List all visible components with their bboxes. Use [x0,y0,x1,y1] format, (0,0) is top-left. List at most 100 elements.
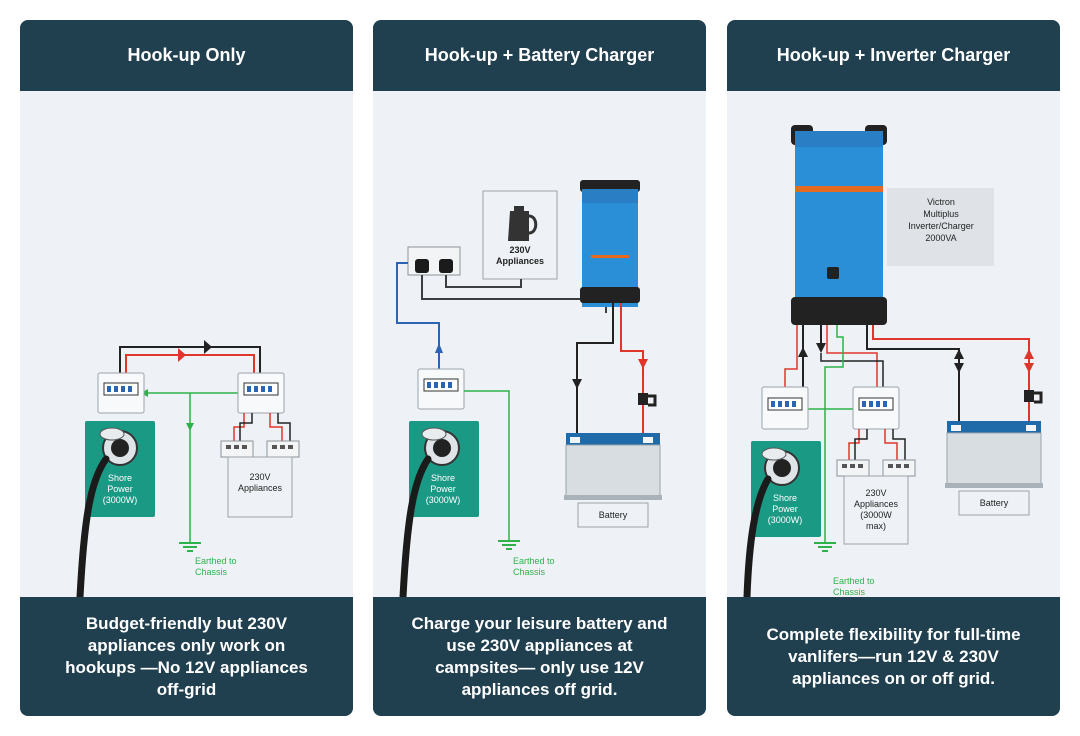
socket-neutral-wire-2 [277,413,291,443]
victron-multiplus-icon [791,125,887,325]
plug-cable-icon [399,427,460,601]
panel-caption: Charge your leisure battery and use 230V… [373,597,706,716]
battery-negative-wire [576,303,614,441]
consumer-unit-icon [97,372,145,414]
consumer-unit-icon [237,372,285,414]
wiring-diagram: 230V Appliances [396,180,662,601]
battery-negative-wire [866,325,960,421]
device-label-3: Inverter/Charger [908,221,974,231]
plug-cable-icon [743,447,800,601]
earth-label-2: Chassis [195,567,228,577]
charger-feed-wire [421,275,606,300]
device-label-1: Victron [927,197,955,207]
device-label-2: Multiplus [923,209,959,219]
battery-label-box [577,502,649,528]
positive-arrow-down [1024,363,1034,373]
earth-label-1: Earthed to [195,556,237,566]
shore-label-3: (3000W) [768,515,803,525]
wiring-diagram: Earthed to Chassis [76,340,300,601]
earth-icon [498,540,520,550]
battery-label: Battery [599,510,628,520]
appliance-wire [445,275,522,288]
shore-label-2: Power [107,484,133,494]
live-wire [125,354,255,373]
consumer-unit-icon [417,368,465,410]
earth-label-1: Earthed to [833,576,875,586]
double-socket-icon [836,459,916,477]
appliances-label-4: max) [866,521,886,531]
earth-label-2: Chassis [513,567,546,577]
live-arrow [178,348,186,362]
socket-live-wire [233,413,245,443]
kettle-icon [508,206,538,241]
socket-live-wire-2 [884,429,898,461]
consumer-unit-icon [852,386,900,430]
ac-in-live [784,325,798,387]
ac-in-arrow [798,347,808,357]
device-label-box [887,188,994,266]
appliances-box [227,456,293,518]
negative-arrow-down [954,363,964,373]
panel-caption: Budget-friendly but 230V appliances only… [20,597,353,716]
socket-neutral-wire-2 [892,429,906,461]
appliances-label-1: 230V [509,245,530,255]
battery-icon [945,421,1043,488]
panel-title: Hook-up + Battery Charger [373,20,706,91]
battery-label-box [958,490,1030,516]
battery-positive-wire [620,303,644,441]
earth-wire [464,390,510,541]
appliances-label-2: Appliances [854,499,899,509]
socket-neutral-wire [239,413,253,443]
double-socket-icon [220,440,300,458]
shore-label-3: (3000W) [103,495,138,505]
shore-label-2: Power [430,484,456,494]
ac-out-arrow [816,343,826,353]
battery-positive-wire [872,325,1030,421]
ac-out-neutral-2 [820,353,884,387]
appliances-label-1: 230V [865,488,886,498]
double-socket-icon [407,246,461,276]
ac-out-live [826,325,878,387]
battery-icon [564,433,662,500]
appliances-label-3: (3000W [860,510,892,520]
earth-icon [179,542,201,552]
victron-charger-icon [580,180,640,307]
neutral-arrow [204,340,212,354]
earth-label-1: Earthed to [513,556,555,566]
plug-cable-icon [76,427,138,601]
inline-fuse-icon [1024,390,1043,404]
inline-fuse-icon [638,393,657,407]
diagram-hookup-only: Earthed to Chassis [20,91,353,601]
earth-icon [814,542,836,552]
shore-label-1: Shore [108,473,132,483]
wiring-diagram: Victron Multiplus Inverter/Charger 2000V… [743,125,1043,601]
appliances-label-2: Appliances [238,483,283,493]
earth-arrow-down [186,423,194,431]
device-label-4: 2000VA [925,233,956,243]
panel-hookup-only: Hook-up Only Earthed to Chassis [20,20,353,716]
diagram-battery-charger: 230V Appliances [373,91,706,601]
earth-wire [824,325,844,543]
panel-title: Hook-up Only [20,20,353,91]
appliances-label-1: 230V [249,472,270,482]
panel-caption: Complete flexibility for full-time vanli… [727,597,1060,716]
panel-inverter-charger: Hook-up + Inverter Charger Victron Multi… [727,20,1060,716]
socket-live-wire-2 [269,413,283,443]
supply-wire [396,262,440,369]
earth-label-2: Chassis [833,587,866,597]
socket-neutral-wire [854,429,868,461]
consumer-unit-icon [761,386,809,430]
negative-arrow-up [954,349,964,359]
shore-label-2: Power [772,504,798,514]
shore-label-1: Shore [773,493,797,503]
socket-live-wire [848,429,860,461]
neutral-wire [119,346,261,373]
panel-title: Hook-up + Inverter Charger [727,20,1060,91]
positive-arrow [638,359,648,369]
shore-label-1: Shore [431,473,455,483]
supply-arrow [435,343,443,353]
panel-battery-charger: Hook-up + Battery Charger 230V Appliance… [373,20,706,716]
appliances-label-2: Appliances [496,256,544,266]
negative-arrow [572,379,582,389]
diagram-inverter-charger: Victron Multiplus Inverter/Charger 2000V… [727,91,1060,601]
